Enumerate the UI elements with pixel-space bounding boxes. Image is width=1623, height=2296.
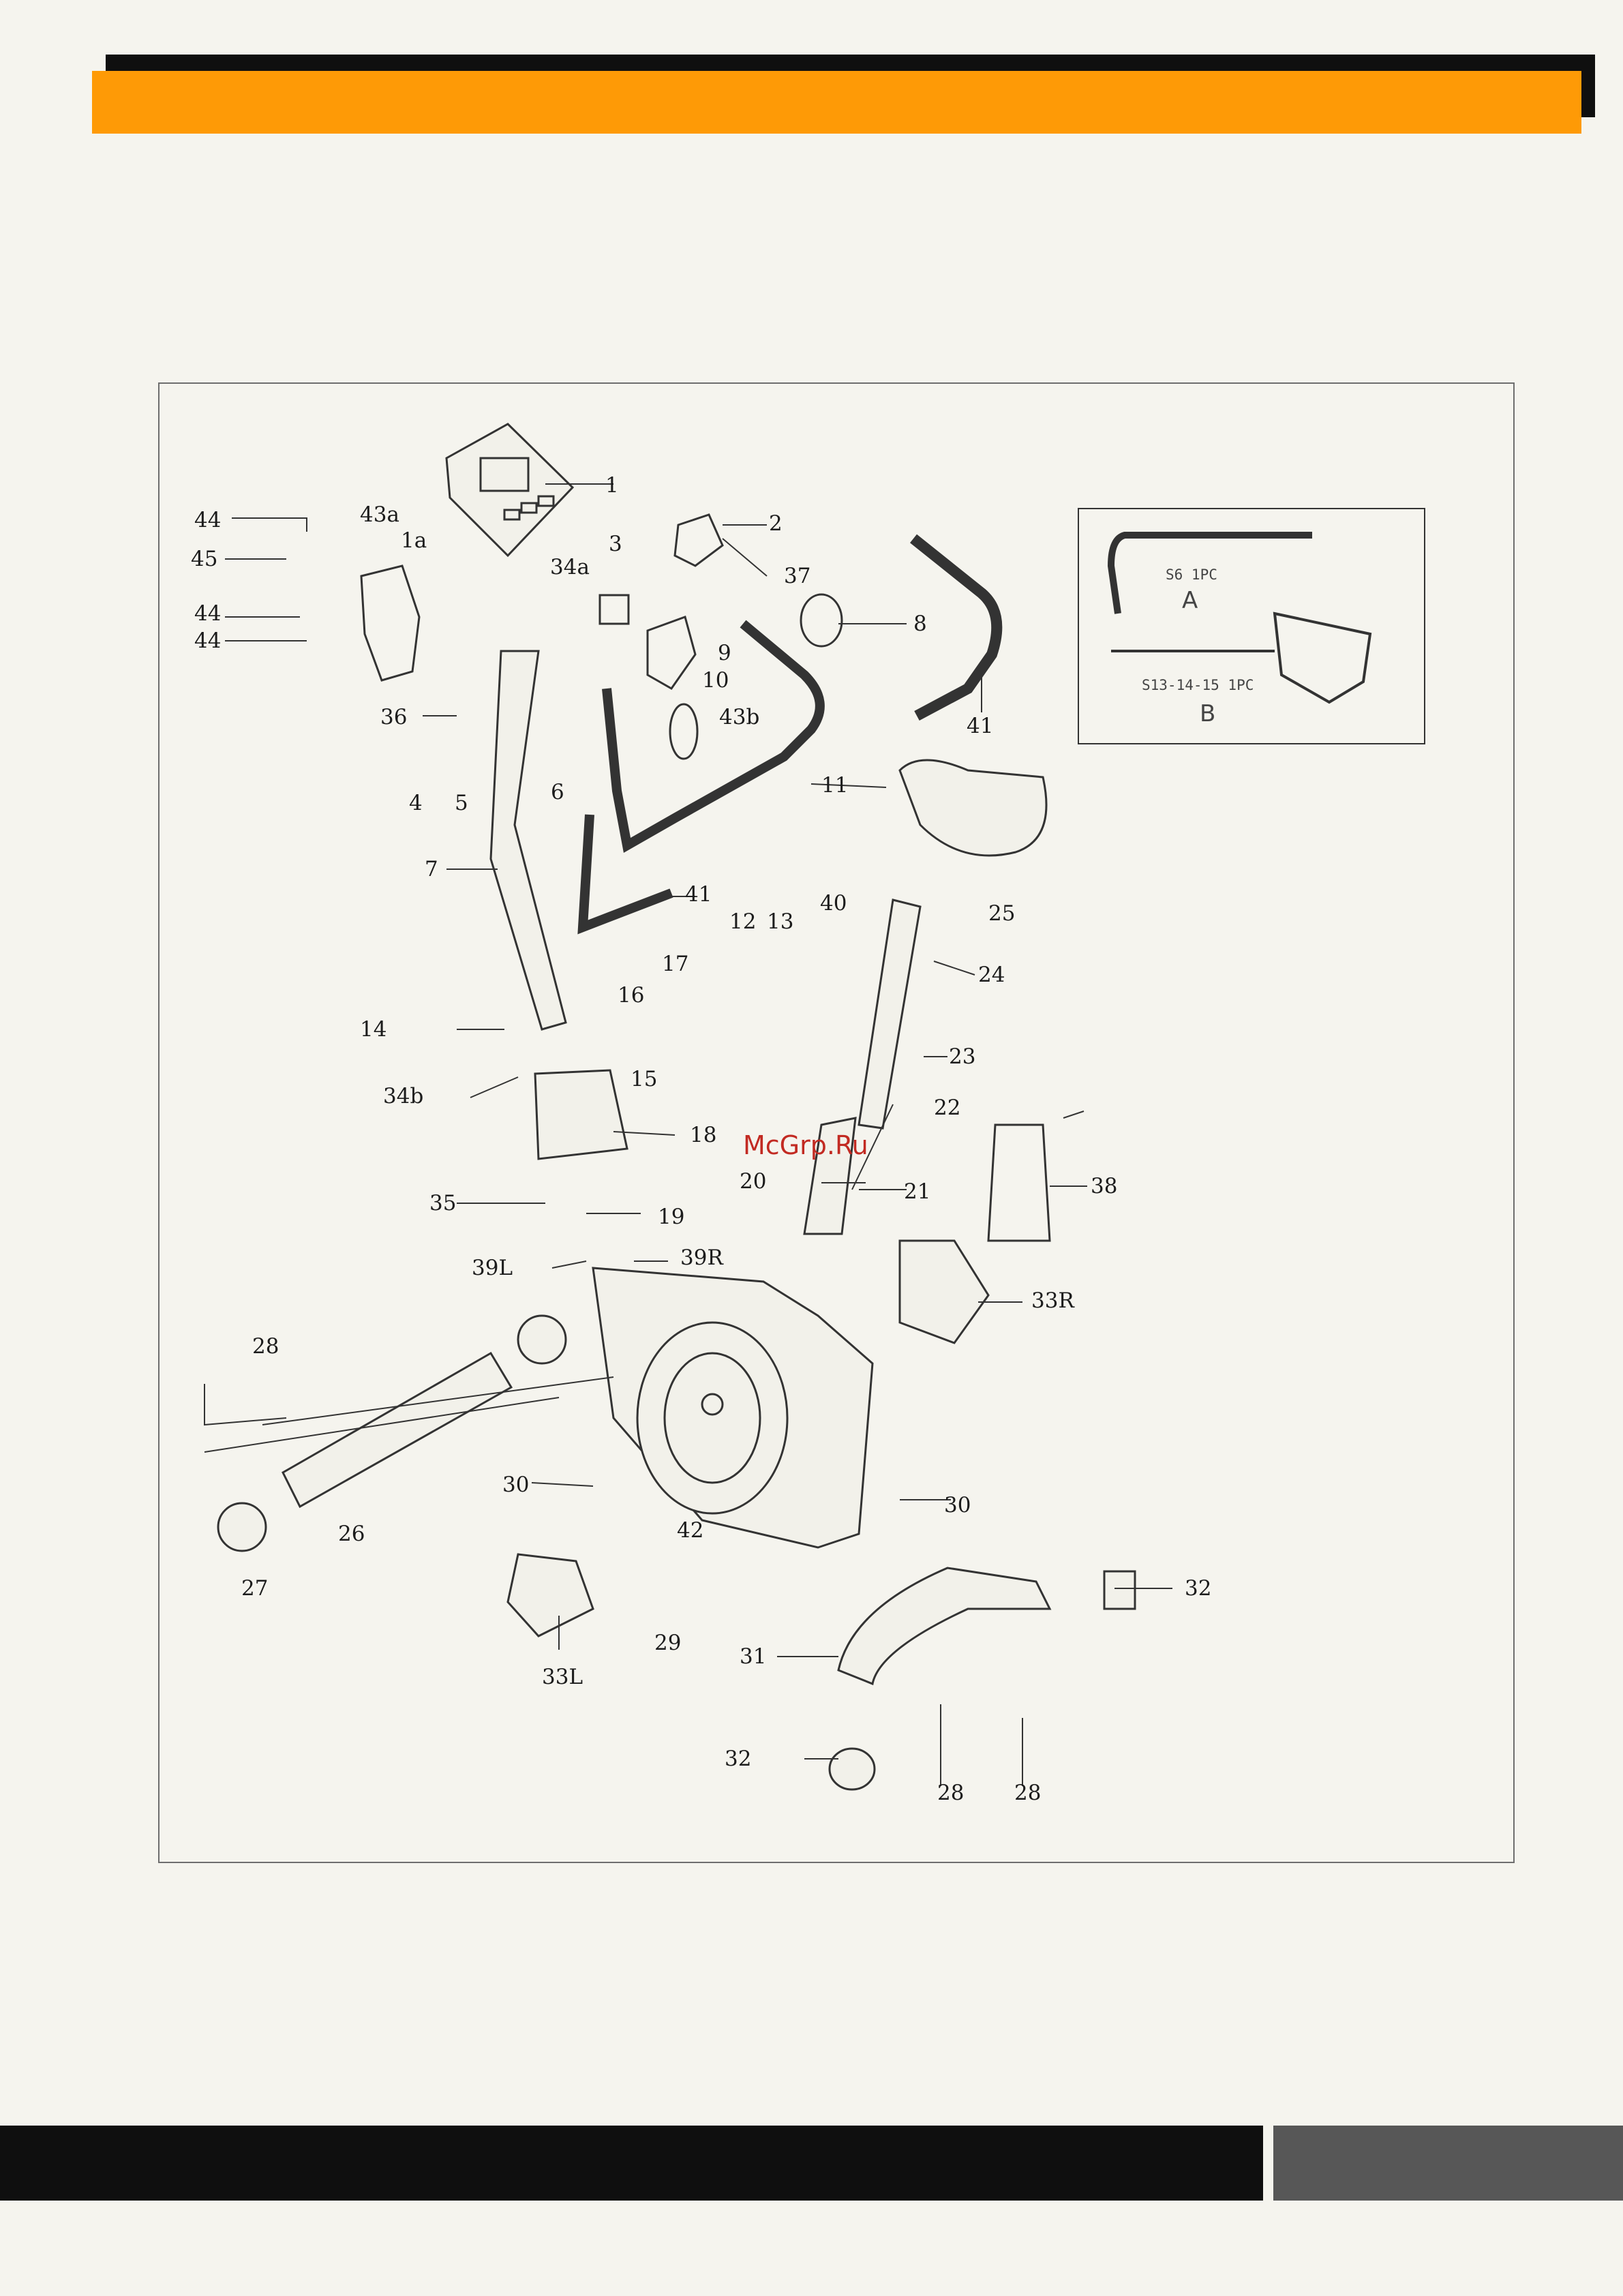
part-label: 41 — [967, 714, 993, 738]
part-label: 6 — [551, 780, 564, 804]
part-label: 7 — [425, 857, 438, 881]
part-label: 44 — [194, 629, 221, 653]
part-label: 33L — [542, 1665, 583, 1689]
main-post-part — [491, 651, 566, 1029]
seat-part — [900, 760, 1046, 856]
part-label: 16 — [618, 983, 644, 1008]
part-label: 44 — [194, 601, 221, 626]
tool-b-spec: S13-14-15 1PC — [1142, 677, 1254, 693]
part-label: 41 — [685, 882, 712, 907]
part-label: 19 — [658, 1205, 684, 1229]
part-label: 26 — [338, 1522, 365, 1546]
part-label: 36 — [380, 705, 407, 729]
part-label: 28 — [1014, 1781, 1041, 1805]
part-label: 9 — [718, 641, 731, 665]
footer-grey-bar — [1273, 2126, 1623, 2201]
part-label: 20 — [740, 1169, 766, 1194]
part-label: 1a — [401, 528, 427, 553]
part-label: 33R — [1031, 1288, 1075, 1313]
part-label: 10 — [702, 668, 729, 693]
part-label: 32 — [725, 1747, 751, 1771]
tool-a-letter: A — [1182, 587, 1198, 614]
part-label: 39L — [472, 1256, 513, 1280]
cover-part — [535, 1070, 627, 1159]
part-label: 28 — [937, 1781, 964, 1805]
part-label: 21 — [904, 1179, 930, 1204]
part-label: 23 — [949, 1044, 975, 1069]
part-label: 30 — [944, 1493, 971, 1517]
part-label: 13 — [767, 909, 793, 934]
part-label: 29 — [654, 1631, 681, 1655]
part-label: 34a — [550, 555, 590, 579]
part-label: 30 — [502, 1472, 529, 1497]
part-label: 11 — [821, 773, 848, 798]
part-label: 38 — [1091, 1174, 1117, 1198]
tool-box — [1078, 509, 1425, 744]
pedal-left-part — [508, 1554, 593, 1636]
part-label: 28 — [252, 1334, 279, 1359]
part-label: 40 — [820, 891, 847, 916]
part-label: 12 — [729, 909, 756, 934]
part-label: 32 — [1185, 1576, 1211, 1601]
part-label: 43b — [719, 705, 759, 729]
part-label: 39R — [680, 1245, 724, 1270]
part-label: 31 — [740, 1644, 766, 1669]
part-label: 43a — [360, 502, 399, 527]
part-label: 17 — [662, 952, 688, 976]
part-label: 18 — [690, 1123, 716, 1147]
part-label: 8 — [913, 611, 927, 636]
part-label: 2 — [769, 511, 783, 536]
stabilizer-part — [283, 1353, 511, 1507]
tool-b-letter: B — [1200, 700, 1215, 727]
part-label: 14 — [360, 1017, 386, 1042]
part-label: 35 — [429, 1191, 456, 1215]
tool-a-spec: S6 1PC — [1166, 567, 1217, 583]
console-bracket-part — [361, 566, 419, 680]
sensor-part — [675, 515, 723, 566]
part-label: 3 — [609, 532, 622, 556]
part-label: 42 — [677, 1518, 703, 1543]
part-label: 1 — [605, 473, 619, 498]
pedal-right-part — [900, 1241, 988, 1343]
part-label: 22 — [934, 1096, 960, 1120]
part-label: 34b — [383, 1084, 423, 1108]
footer-black-bar — [0, 2126, 1263, 2201]
part-label: 37 — [784, 564, 810, 588]
part-label: 44 — [194, 508, 221, 532]
part-label: 15 — [631, 1067, 657, 1091]
part-label: 25 — [988, 901, 1015, 926]
part-label: 24 — [978, 963, 1005, 987]
part-label: 4 — [409, 791, 423, 815]
part-label: 5 — [455, 791, 468, 815]
watermark: McGrp.Ru — [743, 1130, 868, 1160]
part-label: 45 — [191, 547, 217, 571]
part-label: 27 — [241, 1576, 268, 1601]
